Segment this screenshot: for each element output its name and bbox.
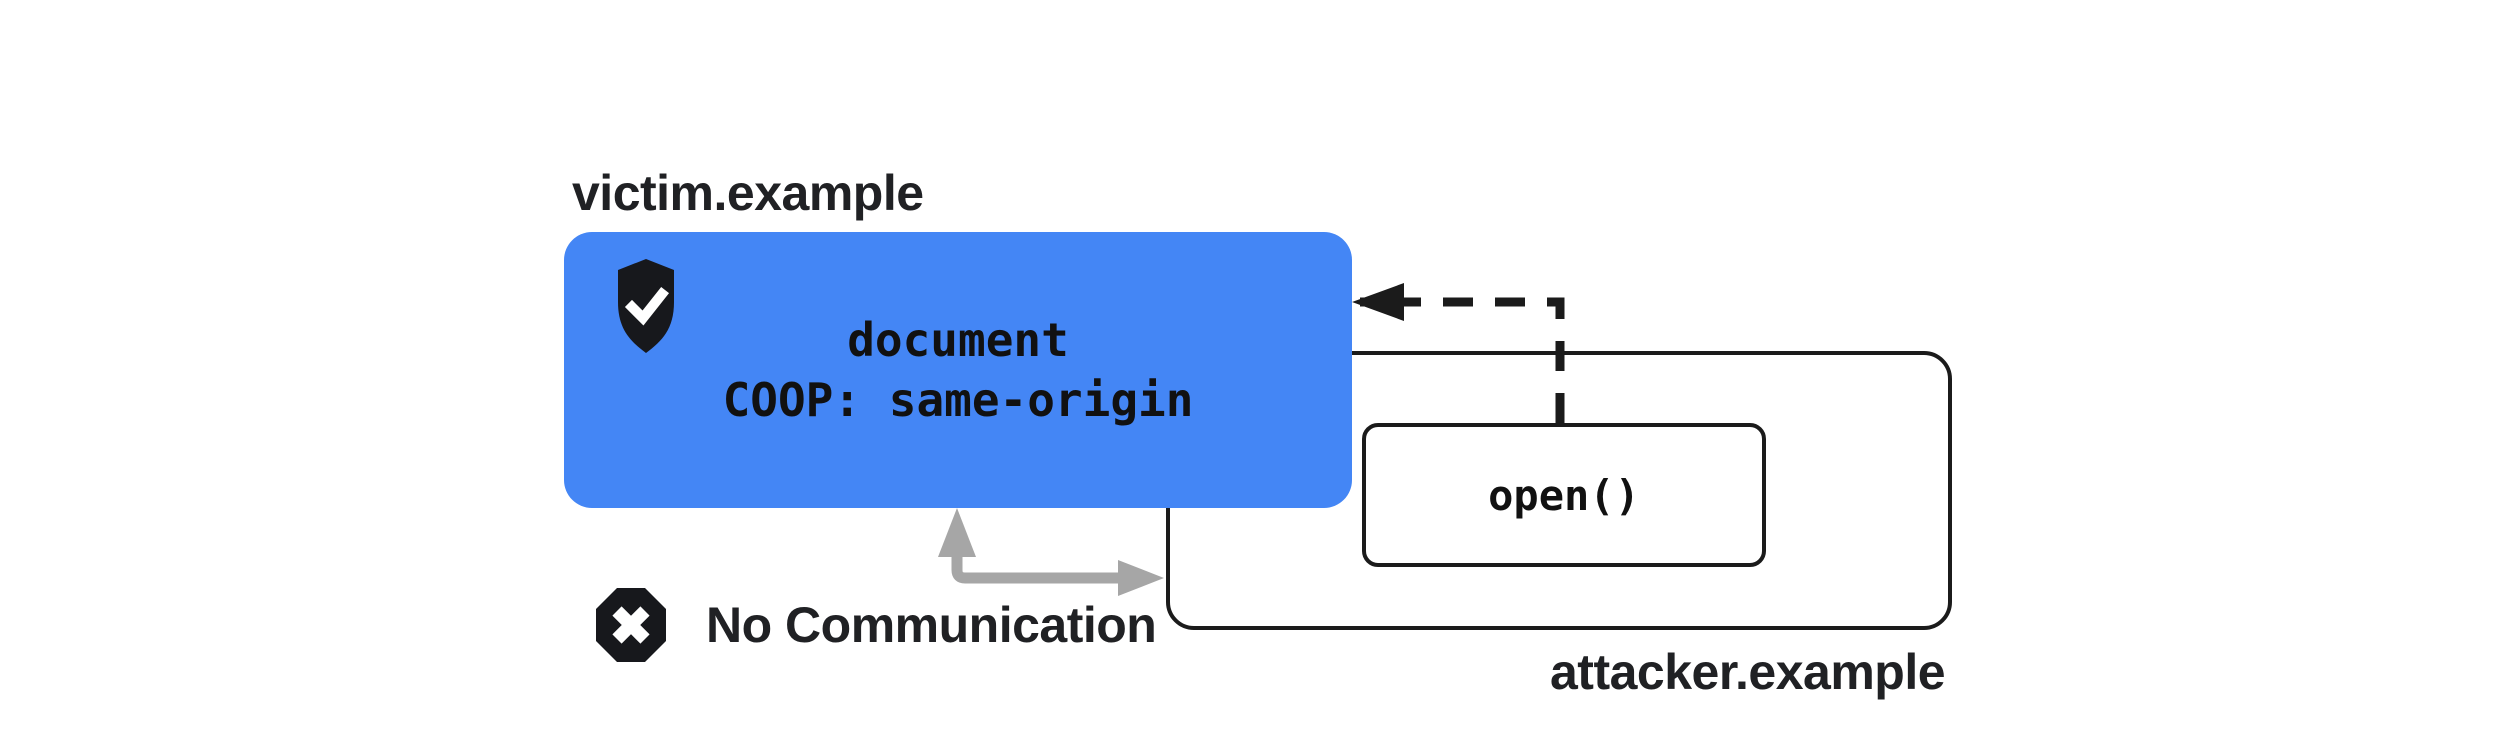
attacker-domain-label: attacker.example: [1550, 644, 1946, 700]
victim-box-text: document COOP: same-origin: [564, 232, 1352, 508]
victim-document-title: document: [847, 313, 1069, 367]
blocked-communication-arrow: [938, 508, 1164, 596]
shield-check-icon: [618, 259, 674, 353]
victim-document-box: document COOP: same-origin: [564, 232, 1352, 508]
no-communication-row: No Communication: [594, 586, 1157, 664]
victim-coop-header: COOP: same-origin: [722, 373, 1194, 427]
x-octagon-icon: [596, 588, 666, 662]
open-call-label: open(): [1488, 470, 1640, 520]
open-call-box: open(): [1362, 423, 1766, 567]
victim-domain-label: victim.example: [572, 165, 924, 221]
no-communication-label: No Communication: [706, 597, 1157, 653]
